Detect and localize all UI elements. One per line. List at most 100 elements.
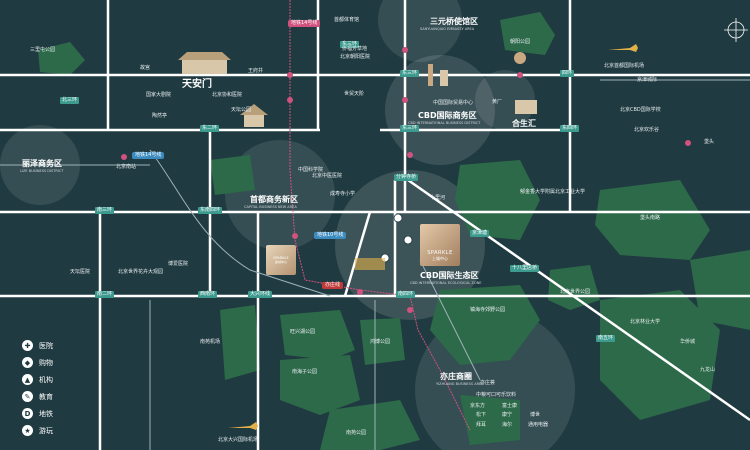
road-tag: 四环 bbox=[560, 70, 575, 77]
poi: 康宁 bbox=[502, 412, 513, 418]
road-tag: 十八里店桥 bbox=[510, 265, 540, 272]
zone-halo-capital bbox=[225, 140, 335, 250]
zone-label-capital: 首都商务新区 bbox=[250, 195, 298, 204]
tower-3 bbox=[514, 52, 526, 64]
metro-tag-pink: 地铁14号线 bbox=[288, 20, 321, 27]
poi: 旺兴湖公园 bbox=[290, 329, 316, 335]
hospital-icon: ✚ bbox=[22, 340, 33, 351]
metro-tag-line10: 地铁10号线 bbox=[314, 232, 347, 239]
legend-label: 地铁 bbox=[39, 409, 53, 418]
road-tag: 东三环 bbox=[400, 125, 420, 132]
poi: 通用电器 bbox=[528, 422, 549, 428]
poi: 故宫 bbox=[140, 65, 151, 71]
zone-halo-sanyuanqiao bbox=[378, 0, 462, 62]
zone-en-cbd: CBD INTERNATIONAL BUSINESS DISTRICT bbox=[408, 121, 481, 125]
poi: 黄厂 bbox=[492, 99, 503, 105]
road-tag: 南二环 bbox=[95, 291, 115, 298]
poi: 北京世界花卉大观园 bbox=[118, 269, 164, 275]
metro-tag-yizhuang: 亦庄线 bbox=[322, 282, 344, 289]
road-cbd-eco-w bbox=[343, 211, 372, 297]
poi: 天坛医院 bbox=[70, 269, 91, 275]
metro-stations bbox=[121, 47, 691, 313]
zone-halo-cbd bbox=[385, 55, 495, 165]
legend-item-education: ✎ 教育 bbox=[22, 391, 53, 402]
zone-label-sanyuanqiao: 三元桥使馆区 bbox=[430, 17, 478, 26]
poi: 松下 bbox=[476, 412, 487, 418]
rail-1 bbox=[149, 149, 331, 297]
leisure-icon: ★ bbox=[22, 425, 33, 436]
park-yizhuang bbox=[430, 285, 540, 365]
temple-roof bbox=[240, 104, 268, 115]
poi: 朝阳公园 bbox=[510, 39, 531, 45]
park-east-2 bbox=[595, 180, 710, 260]
poi: 北京朝阳医院 bbox=[340, 54, 371, 60]
poi: 京津城际 bbox=[637, 77, 658, 83]
poi: 中国科学院 bbox=[298, 167, 324, 173]
poi: 北京林业大学 bbox=[630, 319, 661, 325]
road-tag: 分钟寺桥 bbox=[394, 174, 419, 181]
poi: 中粮可口可乐饮料 bbox=[476, 392, 517, 398]
road-tag: 京津塘 bbox=[470, 230, 490, 237]
compass-icon bbox=[724, 18, 748, 42]
road-tag: 南三环 bbox=[95, 207, 115, 214]
tower-1 bbox=[428, 64, 433, 86]
road-tag: 东三环 bbox=[340, 41, 360, 48]
poi: 天坛公园 bbox=[231, 107, 252, 113]
road-minor-2 bbox=[419, 259, 481, 381]
project-name-2: SPARKLE bbox=[273, 256, 289, 260]
project-sparkle-main[interactable]: SPARKLE 上城中心 bbox=[420, 224, 460, 266]
poi: 南海子公园 bbox=[292, 369, 318, 375]
institution-icon: ▲ bbox=[22, 374, 33, 385]
project-name-cn: 上城中心 bbox=[432, 256, 448, 261]
zone-en-capital: CAPITAL BUSINESS NEW AREA bbox=[244, 205, 297, 209]
zone-label-cbd: CBD国际商务区 bbox=[418, 111, 477, 120]
road-tag: 南五环 bbox=[596, 335, 616, 342]
metro-tag-blue: 地铁14号线 bbox=[132, 152, 165, 159]
road-tag: 大兴环线 bbox=[248, 291, 273, 298]
road-jingjintang bbox=[407, 178, 750, 422]
landmark-tiananmen bbox=[178, 52, 231, 74]
poi: 垡头南路 bbox=[640, 215, 661, 221]
poi: 中国国际贸易中心 bbox=[433, 100, 474, 106]
poi: 北京大兴国际机场 bbox=[218, 437, 259, 443]
legend-item-institution: ▲ 机构 bbox=[22, 374, 53, 385]
poi: 京东方 bbox=[470, 403, 486, 409]
project-highlight bbox=[355, 258, 385, 270]
project-name-2-cn: 星城中心 bbox=[274, 260, 287, 264]
park-ne bbox=[500, 12, 555, 55]
poi: 王府井 bbox=[248, 68, 264, 74]
hehuan-building bbox=[515, 100, 537, 114]
temple-body bbox=[244, 115, 264, 127]
tiananmen-body bbox=[182, 60, 227, 74]
plane-icons bbox=[228, 44, 638, 430]
zone-label-tiananmen: 天安门 bbox=[182, 79, 212, 90]
road-tag: 南四环 bbox=[396, 291, 416, 298]
poi: 富士康 bbox=[502, 403, 518, 409]
legend-label: 购物 bbox=[39, 358, 53, 367]
road-tag: 东三环 bbox=[400, 70, 420, 77]
poi: 拜耳 bbox=[476, 422, 487, 428]
park-nanhaizi bbox=[320, 400, 420, 450]
park-hongbo bbox=[360, 318, 405, 365]
poi: 北京协和医院 bbox=[212, 92, 243, 98]
project-name: SPARKLE bbox=[427, 250, 453, 256]
road-tag: 西南环 bbox=[198, 291, 218, 298]
poi: 北京欢乐谷 bbox=[634, 127, 660, 133]
zone-label-hehuan: 合生汇 bbox=[512, 119, 536, 128]
landmark-cbd-towers bbox=[428, 52, 537, 114]
zone-label-cbd-eco: CBD国际生态区 bbox=[420, 271, 479, 280]
legend-item-leisure: ★ 游玩 bbox=[22, 425, 53, 436]
zone-en-yizhuang: YIZHUANG BUSINESS AREA bbox=[436, 382, 484, 386]
park-nw bbox=[38, 42, 85, 75]
parks bbox=[38, 12, 750, 450]
project-sparkle-secondary[interactable]: SPARKLE 星城中心 bbox=[266, 245, 296, 275]
poi: 北京首都国际机场 bbox=[604, 63, 645, 69]
zone-en-lize: LIZE BUSINESS DISTRICT bbox=[20, 169, 64, 173]
poi: 北京CBD国际学校 bbox=[620, 107, 661, 113]
education-icon: ✎ bbox=[22, 391, 33, 402]
tiananmen-roof bbox=[178, 52, 231, 60]
legend-label: 机构 bbox=[39, 375, 53, 384]
road-tag: 北三环 bbox=[60, 97, 80, 104]
poi: 北京中医医院 bbox=[312, 173, 343, 179]
poi: 九龙山 bbox=[700, 367, 716, 373]
